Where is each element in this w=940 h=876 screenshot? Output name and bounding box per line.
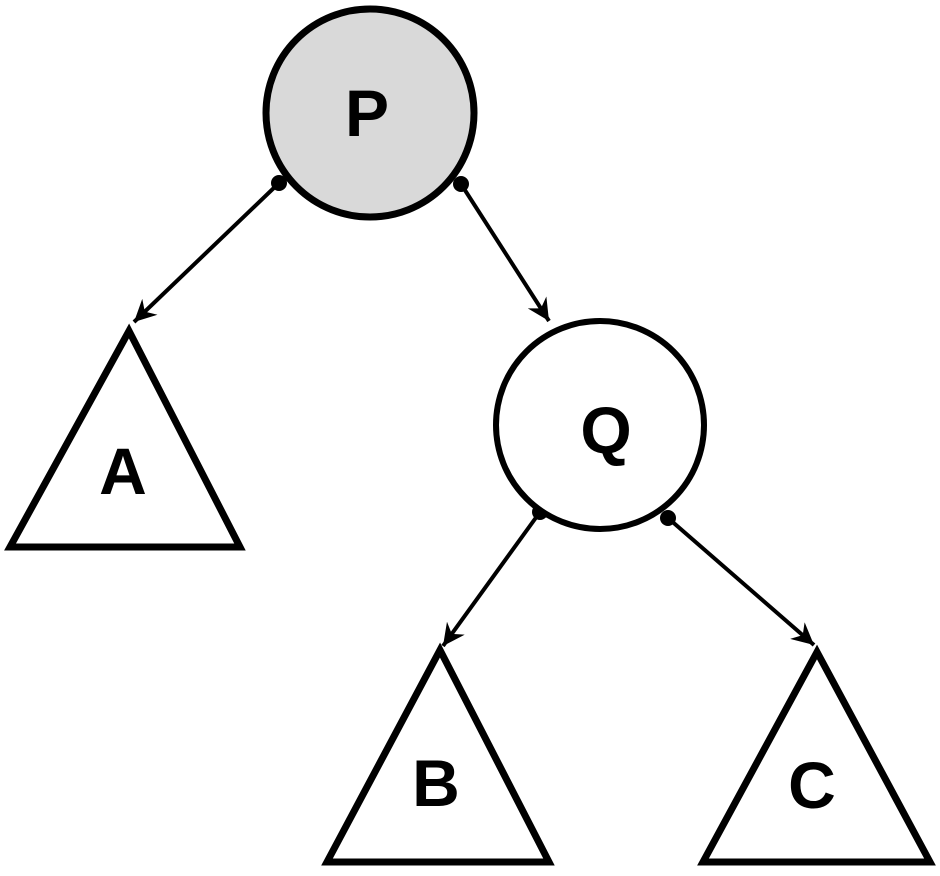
node-Q-label: Q — [580, 393, 631, 467]
subtree-A-triangle — [4, 323, 246, 551]
edge-group — [132, 181, 816, 648]
node-P-circle — [262, 5, 478, 221]
node-Q-circle — [493, 318, 707, 532]
subtree-B-triangle — [321, 642, 555, 866]
edge-Q-B — [441, 510, 542, 648]
subtree-B-label: B — [412, 746, 460, 820]
edge-Q-C — [666, 516, 816, 647]
edge-P-A — [132, 181, 281, 324]
edge-origin-dot-P-right — [453, 176, 469, 192]
node-P-label: P — [345, 76, 389, 150]
subtree-A-label: A — [99, 434, 147, 508]
edge-origin-dot-Q-right — [660, 510, 676, 526]
edge-P-Q — [459, 182, 551, 323]
edge-origin-dot-P-left — [271, 175, 287, 191]
subtree-C-triangle — [697, 644, 936, 866]
subtree-C-label: C — [788, 748, 836, 822]
